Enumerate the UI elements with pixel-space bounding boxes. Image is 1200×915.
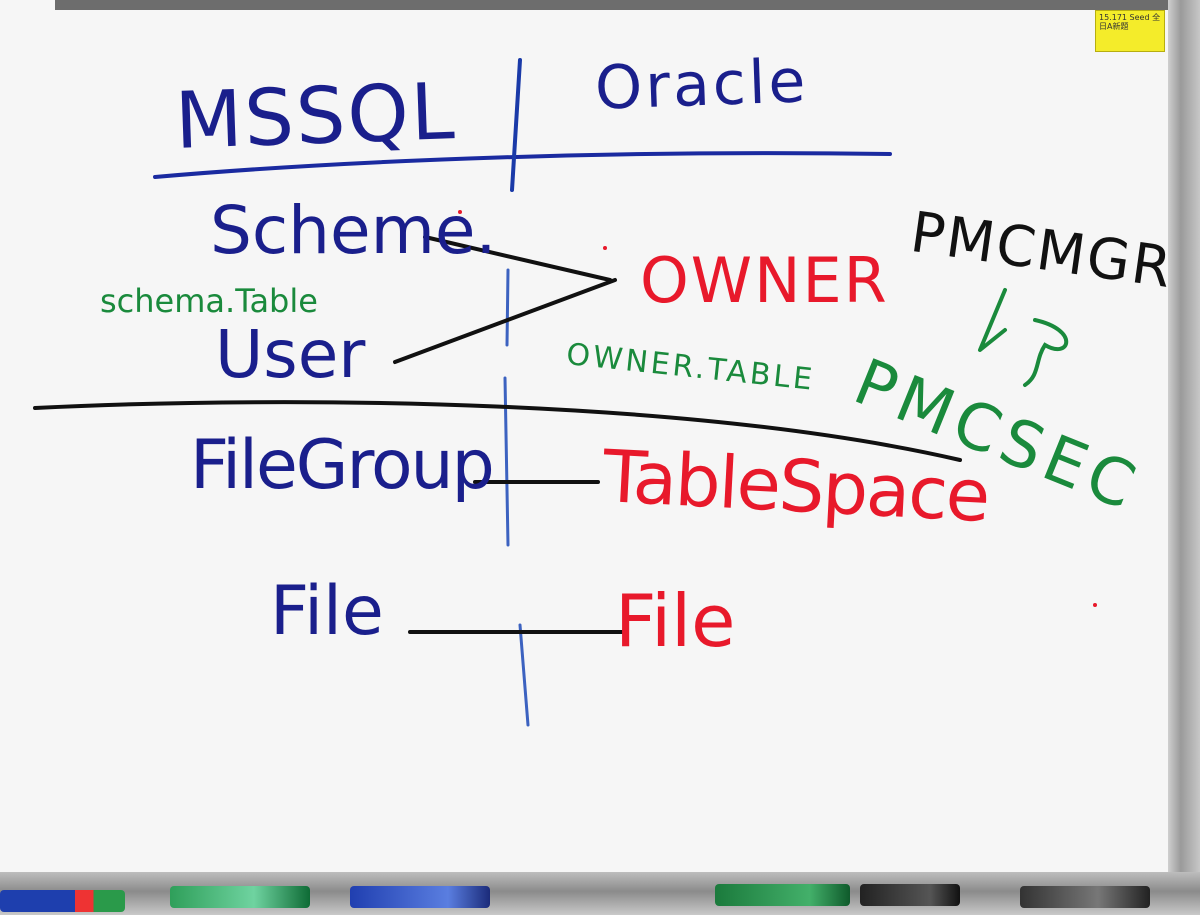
- marker-black-2[interactable]: [1020, 886, 1150, 908]
- marker-black[interactable]: [860, 884, 960, 906]
- header-underline: [153, 151, 892, 179]
- oracle-file-term: File: [615, 579, 736, 663]
- account-arrow-tail: [1023, 318, 1069, 387]
- marker-blue-red[interactable]: [0, 890, 125, 912]
- schema-to-owner-line: [423, 235, 612, 282]
- oracle-owner-term: OWNER: [640, 244, 889, 317]
- user-to-owner-line: [393, 278, 617, 364]
- mssql-user-term: User: [215, 316, 366, 393]
- board-frame-right: [1168, 0, 1200, 880]
- section-divider-line: [33, 400, 962, 462]
- account-arrow-icon: [978, 288, 1007, 352]
- mssql-schema-term: Scheme.: [210, 192, 497, 269]
- oracle-header: Oracle: [593, 46, 810, 124]
- column-divider-lower: [503, 376, 510, 547]
- marker-green[interactable]: [170, 886, 310, 908]
- marker-blue[interactable]: [350, 886, 490, 908]
- mssql-filegroup-term: FileGroup: [190, 426, 495, 505]
- mssql-header: MSSQL: [173, 67, 458, 167]
- mssql-file-term: File: [270, 572, 384, 651]
- column-divider-top: [510, 58, 522, 192]
- mssql-naming-note: schema.Table: [100, 282, 318, 320]
- board-frame-top: [55, 0, 1175, 10]
- marker-tray: [0, 872, 1200, 915]
- sticker-label: 15.171 Seed 全日A新題: [1099, 13, 1161, 31]
- column-divider-bottom: [518, 623, 530, 727]
- corner-sticker: 15.171 Seed 全日A新題: [1095, 10, 1165, 52]
- column-divider-mid: [505, 268, 510, 347]
- oracle-tablespace-term: TableSpace: [600, 434, 991, 539]
- marker-green-2[interactable]: [715, 884, 850, 906]
